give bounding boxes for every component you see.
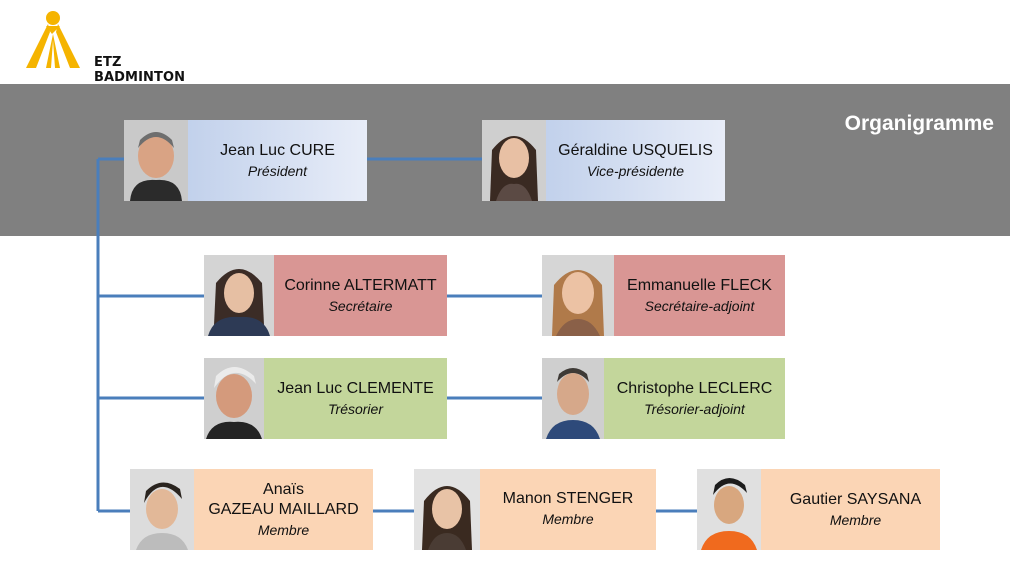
- member-1-role: Membre: [257, 521, 310, 538]
- shuttlecock-logo-icon: [26, 11, 80, 68]
- card-treasurer: Jean Luc CLEMENTE Trésorier: [204, 358, 447, 439]
- vice-president-name: Géraldine USQUELIS: [558, 141, 713, 159]
- portrait-vice-president: [482, 120, 546, 201]
- president-role: Président: [247, 162, 308, 179]
- portrait-member-1: [130, 469, 194, 550]
- secretary-deputy-name: Emmanuelle FLECK: [627, 276, 772, 294]
- treasurer-deputy-name: Christophe LECLERC: [616, 379, 773, 397]
- page-title: Organigramme: [844, 112, 994, 135]
- member-1-last-name: GAZEAU MAILLARD: [208, 500, 359, 518]
- card-member-2: Manon STENGER Membre: [414, 469, 656, 550]
- treasurer-role: Trésorier: [328, 400, 383, 417]
- card-president: Jean Luc CURE Président: [124, 120, 367, 201]
- card-member-3: Gautier SAYSANA Membre: [697, 469, 940, 550]
- portrait-treasurer-deputy: [542, 358, 604, 439]
- president-name: Jean Luc CURE: [220, 141, 335, 159]
- secretary-name: Corinne ALTERMATT: [284, 276, 437, 294]
- member-3-role: Membre: [829, 511, 882, 528]
- portrait-secretary: [204, 255, 274, 336]
- member-2-name: Manon STENGER: [502, 490, 634, 507]
- portrait-member-3: [697, 469, 761, 550]
- card-secretary: Corinne ALTERMATT Secrétaire: [204, 255, 447, 336]
- card-treasurer-deputy: Christophe LECLERC Trésorier-adjoint: [542, 358, 785, 439]
- treasurer-name: Jean Luc CLEMENTE: [277, 379, 434, 397]
- portrait-member-2: [414, 469, 480, 550]
- card-vice-president: Géraldine USQUELIS Vice-présidente: [482, 120, 725, 201]
- portrait-secretary-deputy: [542, 255, 614, 336]
- secretary-role: Secrétaire: [328, 297, 393, 314]
- member-1-first-name: Anaïs: [263, 480, 304, 498]
- member-3-name: Gautier SAYSANA: [789, 490, 922, 508]
- portrait-treasurer: [204, 358, 264, 439]
- logo-text: ETZ BADMINTON: [94, 55, 186, 85]
- club-logo: ETZ BADMINTON: [24, 10, 214, 85]
- card-member-1: Anaïs GAZEAU MAILLARD Membre: [130, 469, 373, 550]
- portrait-president: [124, 120, 188, 201]
- secretary-deputy-role: Secrétaire-adjoint: [644, 297, 755, 314]
- member-2-role: Membre: [542, 511, 594, 527]
- card-secretary-deputy: Emmanuelle FLECK Secrétaire-adjoint: [542, 255, 785, 336]
- vice-president-role: Vice-présidente: [586, 162, 685, 179]
- treasurer-deputy-role: Trésorier-adjoint: [644, 400, 745, 417]
